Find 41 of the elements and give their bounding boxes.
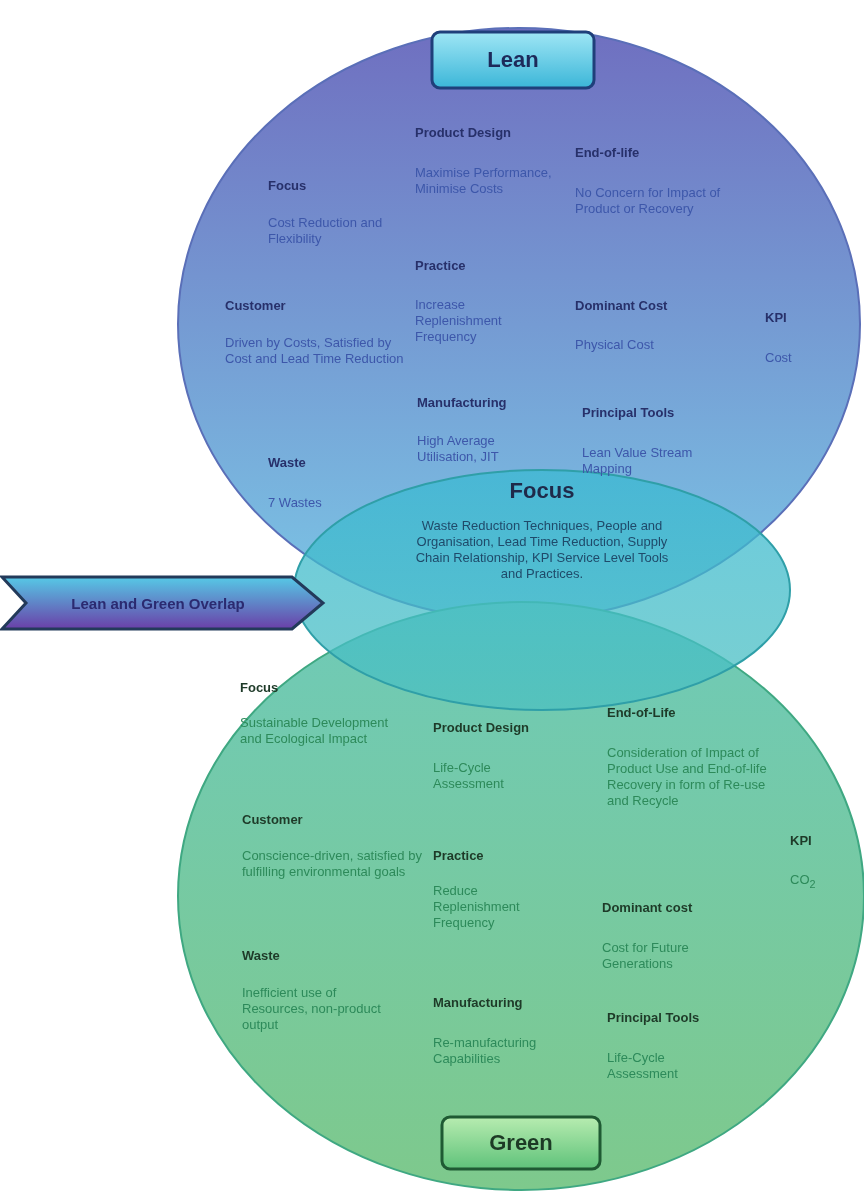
category-heading: Waste: [268, 455, 307, 471]
category-heading: Practice: [433, 848, 485, 864]
category-text: Lean Value Stream Mapping: [582, 445, 694, 477]
category-heading: KPI: [790, 833, 813, 849]
category-text: Inefficient use of Resources, non-product output: [242, 985, 382, 1033]
category-text: Cost for Future Generations: [602, 940, 690, 972]
category-heading: Waste: [242, 948, 281, 964]
category-text: 7 Wastes: [268, 495, 323, 511]
overlap-heading: Focus: [509, 478, 575, 504]
category-heading: Practice: [415, 258, 467, 274]
title-label: Green: [489, 1130, 553, 1156]
title-label: Lean: [487, 47, 539, 73]
category-text: Reduce Replenishment Frequency: [433, 883, 521, 931]
category-text: Cost: [765, 350, 793, 366]
category-heading: Dominant Cost: [575, 298, 669, 314]
category-text: Life-Cycle Assessment: [433, 760, 505, 792]
category-text: Driven by Costs, Satisfied by Cost and Lead Time Reduction: [225, 335, 405, 367]
category-heading: Focus: [268, 178, 308, 194]
category-text: CO$_{2}$: [790, 872, 817, 892]
category-heading: Manufacturing: [433, 995, 524, 1011]
category-text: Physical Cost: [575, 337, 655, 353]
category-heading: Focus: [240, 680, 280, 696]
category-heading: End-of-Life: [607, 705, 677, 721]
category-text: Conscience-driven, satisfied by fulfilling environmental goals: [242, 848, 423, 880]
category-heading: Customer: [242, 812, 304, 828]
category-heading: KPI: [765, 310, 788, 326]
banner-label: Lean and Green Overlap: [71, 594, 245, 612]
category-text: Re-manufacturing Capabilities: [433, 1035, 538, 1067]
category-heading: Manufacturing: [417, 395, 508, 411]
category-heading: Principal Tools: [607, 1010, 701, 1026]
category-text: High Average Utilisation, JIT: [417, 433, 500, 465]
category-text: Consideration of Impact of Product Use and End-of-life Recovery in form of Re-use and Recycle: [607, 745, 767, 809]
category-heading: Customer: [225, 298, 287, 314]
category-heading: Product Design: [433, 720, 531, 736]
category-heading: Product Design: [415, 125, 513, 141]
category-text: Increase Replenishment Frequency: [415, 297, 503, 345]
overlap-text: Waste Reduction Techniques, People and Organisation, Lead Time Reduction, Supply Chain Relationship, KPI Service Level Tools and Practices.: [414, 518, 670, 582]
category-heading: End-of-life: [575, 145, 641, 161]
category-text: Life-Cycle Assessment: [607, 1050, 679, 1082]
category-heading: Principal Tools: [582, 405, 676, 421]
category-heading: Dominant cost: [602, 900, 694, 916]
